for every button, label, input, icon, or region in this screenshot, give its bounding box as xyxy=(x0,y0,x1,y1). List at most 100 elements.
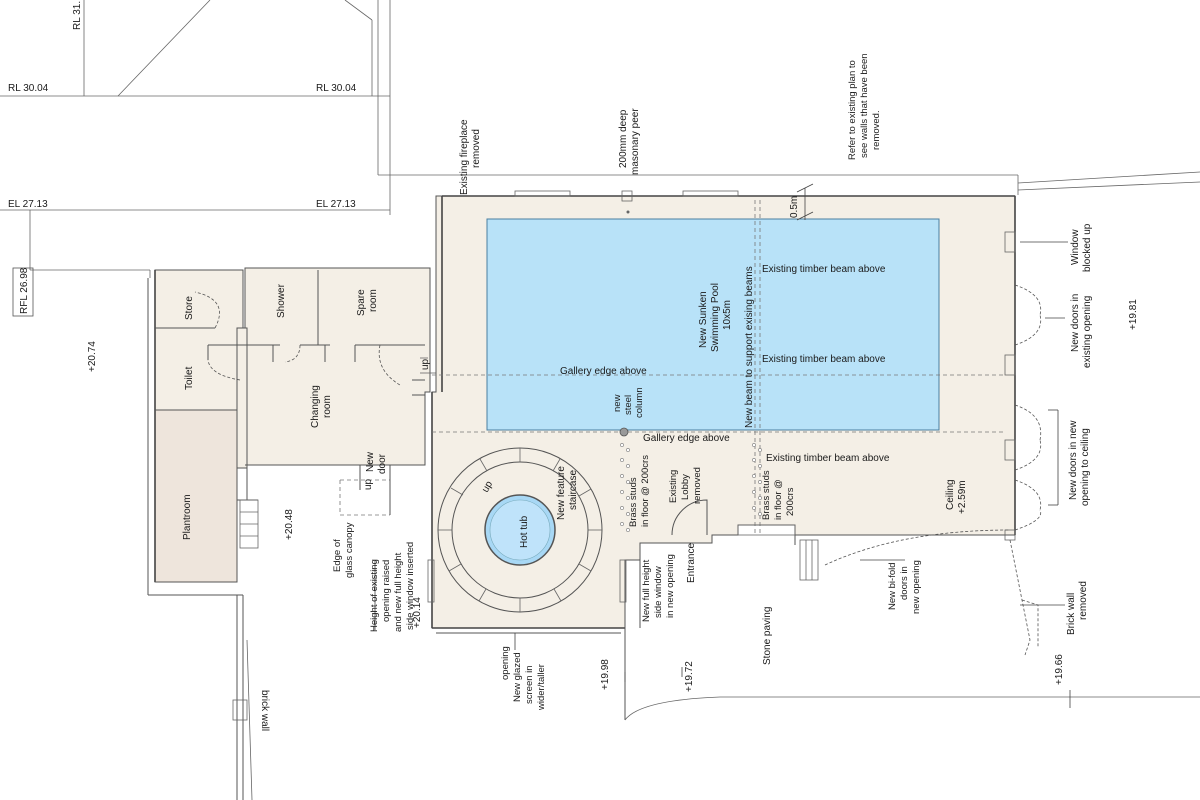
level-20-74: +20.74 xyxy=(87,341,98,372)
new-full-height-line1: New full height xyxy=(641,559,652,622)
new-doors-existing-line2: existing opening xyxy=(1082,296,1093,368)
ceiling-line2: +2.59m xyxy=(957,480,968,514)
new-bifold-line3: new opening xyxy=(911,560,922,614)
level-19-81: +19.81 xyxy=(1128,299,1139,330)
steel-column-line2: steel xyxy=(623,395,634,415)
ceiling-line1: Ceiling xyxy=(945,479,956,510)
window-blocked-line2: blocked up xyxy=(1082,223,1093,272)
window-blocked-line1: Window xyxy=(1070,229,1081,265)
level-rl-30-left: RL 30.04 xyxy=(8,83,49,94)
pool-label-line3: 10x5m xyxy=(722,300,733,330)
new-glazed-line3: wider/taller xyxy=(536,664,547,711)
new-beam-label: New beam to support exising beams xyxy=(744,266,755,428)
up-arrow-3: up xyxy=(480,479,495,495)
room-changing-line2: room xyxy=(322,395,333,418)
new-full-height-line3: in new opening xyxy=(665,554,676,618)
fireplace-line1: Existing fireplace xyxy=(459,119,470,195)
room-shower: Shower xyxy=(276,283,287,318)
new-doors-existing-line1: New doors in xyxy=(1070,294,1081,352)
new-glazed-line4: opening xyxy=(500,646,511,680)
level-20-48: +20.48 xyxy=(284,509,295,540)
plantroom-floor xyxy=(154,409,238,583)
brass-studs-right xyxy=(752,443,762,516)
beam-above-1: Existing timber beam above xyxy=(762,264,886,275)
fireplace-line2: removed xyxy=(471,129,482,168)
brass-studs-right-line2: in floor @ xyxy=(773,479,784,520)
brick-wall-removed-line1: Brick wall xyxy=(1066,593,1077,635)
brass-studs-left xyxy=(620,443,630,532)
room-spare-line1: Spare xyxy=(356,289,367,316)
swimming-pool xyxy=(486,218,940,431)
labels: RL 31. RL 30.04 RL 30.04 EL 27.13 EL 27.… xyxy=(8,1,1139,731)
level-rl-30-right: RL 30.04 xyxy=(316,83,357,94)
dim-0-5m: 0.5m xyxy=(789,196,800,218)
refer-line2: see walls that have been xyxy=(859,53,870,158)
level-19-72: +19.72 xyxy=(684,661,695,692)
level-19-98: +19.98 xyxy=(600,659,611,690)
edge-canopy-line1: Edge of xyxy=(332,539,343,572)
new-doors-ceiling-line2: opening to ceiling xyxy=(1080,428,1091,506)
hot-tub-label: Hot tub xyxy=(519,515,530,548)
pool-hall xyxy=(427,190,1200,721)
left-wing xyxy=(147,267,436,800)
feature-staircase-line1: New feature xyxy=(556,466,567,520)
new-full-height-line2: side window xyxy=(653,566,664,618)
masonary-line1: 200mm deep xyxy=(618,109,629,168)
feature-staircase-line2: staircase xyxy=(568,470,579,510)
refer-line1: Refer to existing plan to xyxy=(847,60,858,160)
site-boundary-lines xyxy=(0,0,1200,278)
brick-wall-removed-line2: removed xyxy=(1078,581,1089,620)
level-19-66: +19.66 xyxy=(1054,654,1065,685)
leaders xyxy=(374,183,1071,708)
masonary-line2: masonary peer xyxy=(630,108,641,175)
beam-above-2: Existing timber beam above xyxy=(762,354,886,365)
changing-block-floor xyxy=(244,267,431,466)
stone-paving-label: Stone paving xyxy=(762,607,773,665)
edge-canopy-line2: glass canopy xyxy=(344,522,355,578)
brass-studs-left-line2: in floor @ 200crs xyxy=(640,455,651,527)
height-existing-line1: Height of existing xyxy=(369,559,380,632)
height-existing-line3: and new full height xyxy=(393,552,404,632)
room-changing-line1: Changing xyxy=(310,385,321,428)
height-existing-line4: side window inserted xyxy=(405,542,416,630)
room-spare-line2: room xyxy=(368,289,379,312)
gallery-edge-1: Gallery edge above xyxy=(560,366,647,377)
level-rl-31: RL 31. xyxy=(72,1,83,30)
level-rfl-26: RFL 26.98 xyxy=(19,267,30,314)
level-el-27-right: EL 27.13 xyxy=(316,199,356,210)
steel-column xyxy=(619,427,629,437)
brick-wall-label: brick wall xyxy=(259,690,270,731)
brass-studs-right-line1: Brass studs xyxy=(761,470,772,520)
up-arrow-2: up xyxy=(363,478,374,490)
height-existing-line2: opening raised xyxy=(381,560,392,622)
steel-column-line1: new xyxy=(612,394,623,412)
pool-label-line2: Swimming Pool xyxy=(710,283,721,352)
up-arrow-1: up xyxy=(420,358,431,370)
brass-studs-right-line3: 200crs xyxy=(785,487,796,516)
new-bifold-line1: New bi-fold xyxy=(887,562,898,610)
level-el-27-left: EL 27.13 xyxy=(8,199,48,210)
room-store: Store xyxy=(184,296,195,320)
refer-line3: removed. xyxy=(871,110,882,150)
existing-lobby-line2: Lobby xyxy=(680,474,691,500)
new-bifold-line2: doors in xyxy=(899,566,910,600)
room-toilet: Toilet xyxy=(184,366,195,390)
store-toilet-floor xyxy=(154,269,244,411)
brass-studs-left-line1: Brass studs xyxy=(628,477,639,527)
room-plantroom: Plantroom xyxy=(182,494,193,540)
entrance-label: Entrance xyxy=(686,543,697,583)
steel-column-line3: column xyxy=(634,387,645,418)
pool-label-line1: New Sunken xyxy=(698,291,709,348)
beam-above-3: Existing timber beam above xyxy=(766,453,890,464)
corridor-floor xyxy=(236,327,248,469)
new-door-line2: door xyxy=(377,453,388,474)
level-20-14: +20.14 xyxy=(412,597,423,628)
gallery-edge-2: Gallery edge above xyxy=(643,433,730,444)
existing-lobby-line1: Existing xyxy=(668,470,679,503)
new-glazed-line1: New glazed xyxy=(512,652,523,702)
new-glazed-line2: screen in xyxy=(524,665,535,704)
feature-staircase xyxy=(437,447,603,613)
new-doors-ceiling-line1: New doors in new xyxy=(1068,420,1079,500)
existing-lobby-line3: removed xyxy=(692,467,703,504)
